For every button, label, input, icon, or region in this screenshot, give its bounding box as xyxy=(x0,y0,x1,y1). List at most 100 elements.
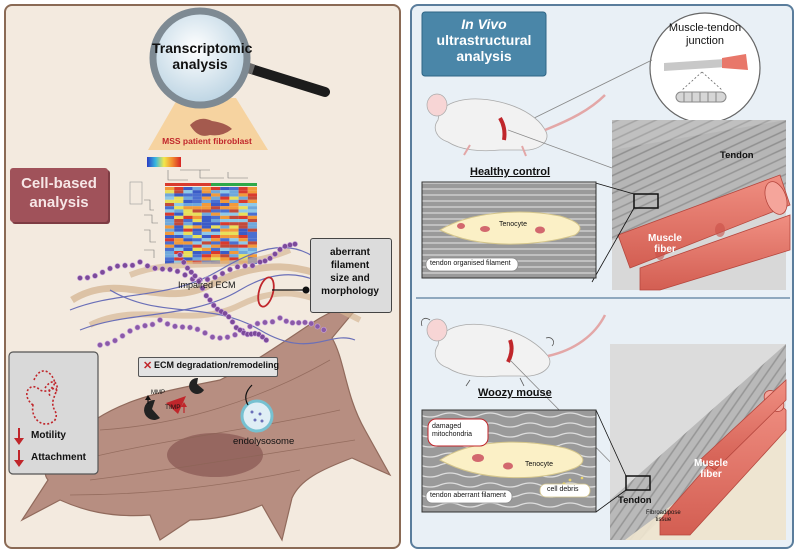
heatmap-cell xyxy=(238,254,248,258)
heatmap-cell xyxy=(192,241,202,245)
heatmap-cell xyxy=(165,241,175,245)
ecm-bead xyxy=(177,252,183,258)
ecm-bead xyxy=(277,315,283,321)
heatmap-cell xyxy=(247,241,257,245)
down-arrow-icon xyxy=(14,428,24,467)
heatmap-cell xyxy=(183,196,193,200)
heatmap-cell xyxy=(238,244,248,248)
heatmap-cell xyxy=(229,193,239,197)
heatmap-cell xyxy=(192,231,202,235)
ecm-bead xyxy=(172,323,178,330)
heatmap-cell xyxy=(192,209,202,213)
heatmap-cell xyxy=(183,222,193,226)
heatmap-cell xyxy=(165,219,175,223)
heatmap-cell xyxy=(183,219,193,223)
fibroblast-label: MSS patient fibroblast xyxy=(162,136,252,146)
heatmap-cell xyxy=(247,251,257,255)
heatmap-cell xyxy=(192,199,202,203)
heatmap-cell xyxy=(165,212,175,216)
heatmap-cell xyxy=(220,219,230,223)
ecm-bead xyxy=(269,318,276,325)
heatmap-cell xyxy=(174,187,184,191)
heatmap-cell xyxy=(201,228,211,232)
heatmap-cell xyxy=(247,190,257,194)
heatmap-cell xyxy=(183,225,193,229)
heatmap-cell xyxy=(183,206,193,210)
fibroblast-cell-body xyxy=(20,289,392,542)
heatmap-cell xyxy=(229,196,239,200)
endolysosome-icon xyxy=(240,384,274,433)
tendon-aberrant-label: tendon aberrant filament xyxy=(430,492,506,499)
heatmap-cell xyxy=(192,187,202,191)
heatmap-cell xyxy=(201,187,211,191)
cell-debris-label: cell debris xyxy=(547,486,579,493)
tenocyte-bottom xyxy=(439,441,584,479)
heatmap-cell xyxy=(238,225,248,229)
heatmap-cell xyxy=(183,254,193,258)
ecm-bead xyxy=(84,274,91,281)
heatmap-cell xyxy=(229,254,239,258)
ecm-bead xyxy=(295,319,302,326)
heatmap-cell xyxy=(220,206,230,210)
ecm-bead xyxy=(320,326,327,333)
tenocyte-top-label: Tenocyte xyxy=(499,221,528,228)
heatmap-cell xyxy=(211,238,221,242)
heatmap-cell xyxy=(201,257,211,261)
heatmap-cell xyxy=(174,206,184,210)
magnifier-icon xyxy=(149,7,330,109)
filament-line4: morphology xyxy=(321,286,379,297)
junction-line2: junction xyxy=(686,35,724,47)
heatmap-cell xyxy=(165,215,175,219)
magnifier-label-line2: analysis xyxy=(172,56,228,72)
heatmap-cell xyxy=(220,212,230,216)
heatmap-group-bar xyxy=(211,183,257,186)
heatmap-cell xyxy=(229,219,239,223)
heatmap-cell xyxy=(238,190,248,194)
heatmap-cell xyxy=(192,251,202,255)
heatmap-cell xyxy=(201,196,211,200)
ecm-bead xyxy=(249,262,256,269)
heatmap-cell xyxy=(183,231,193,235)
heatmap-cell xyxy=(183,251,193,255)
heatmap-cell xyxy=(174,244,184,248)
heatmap-cell xyxy=(192,206,202,210)
heatmap-cell xyxy=(165,222,175,226)
ecm-bead xyxy=(227,266,233,273)
ecm-bead xyxy=(225,313,232,320)
heatmap-cell xyxy=(229,225,239,229)
heatmap-icon xyxy=(129,157,257,264)
heatmap-cell xyxy=(220,247,230,251)
heatmap-cell xyxy=(247,199,257,203)
heatmap-cell xyxy=(201,254,211,258)
heatmap-cell xyxy=(211,241,221,245)
fibroadipose-line2: tissue xyxy=(655,517,672,523)
heatmap-cell xyxy=(247,244,257,248)
heatmap-cell xyxy=(247,231,257,235)
junction-line1: Muscle-tendon xyxy=(668,22,742,34)
heatmap-cell xyxy=(183,244,193,248)
heatmap-cell xyxy=(211,187,221,191)
heatmap-cell xyxy=(183,190,193,194)
ecm-bead xyxy=(262,258,268,264)
heatmap-cell xyxy=(183,203,193,207)
ecm-bead xyxy=(289,319,296,326)
ecm-bead xyxy=(192,273,198,279)
heatmap-cell xyxy=(247,209,257,213)
heatmap-cell xyxy=(238,199,248,203)
ecm-bead xyxy=(263,337,270,343)
ecm-bead xyxy=(210,302,217,309)
heatmap-cell xyxy=(247,222,257,226)
heatmap-cell xyxy=(192,190,202,194)
heatmap-cell xyxy=(183,247,193,251)
heatmap-cell xyxy=(211,257,221,261)
heatmap-cell xyxy=(247,228,257,232)
tendon-label-bottom: Tendon xyxy=(618,495,652,506)
ecm-bead xyxy=(222,310,228,317)
damaged-line2: mitochondria xyxy=(432,431,473,438)
heatmap-cell xyxy=(201,231,211,235)
ecm-remodel-box xyxy=(138,357,278,377)
muscle-bottom-line1: Muscle xyxy=(694,458,728,469)
heatmap-cell xyxy=(229,247,239,251)
heatmap-cell xyxy=(201,241,211,245)
motility-label: Motility xyxy=(31,430,66,441)
